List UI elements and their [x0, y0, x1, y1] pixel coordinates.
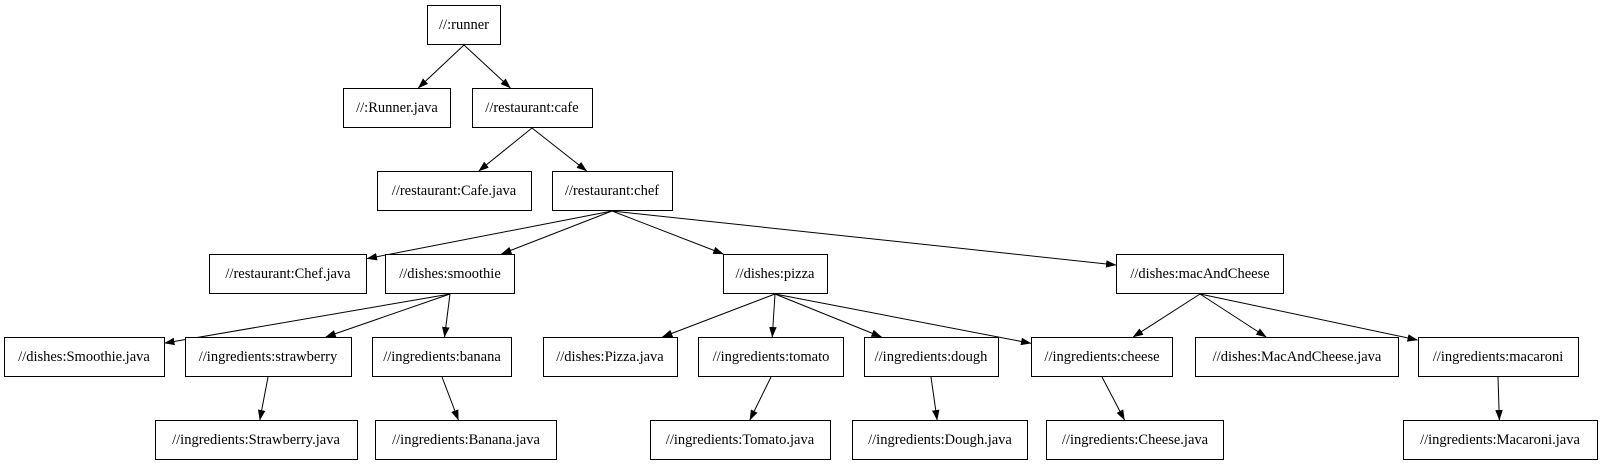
- edge-cheese-to-cheese-java: [1101, 376, 1125, 421]
- graph-node-dough: //ingredients:dough: [863, 337, 999, 377]
- graph-node-cheese-java: //ingredients:Cheese.java: [1046, 420, 1224, 460]
- edge-pizza-to-pizza-java: [661, 293, 776, 338]
- graph-node-banana-java: //ingredients:Banana.java: [375, 420, 557, 460]
- edge-chef-to-smoothie: [500, 210, 613, 255]
- graph-node-macaroni-java: //ingredients:Macaroni.java: [1402, 420, 1598, 460]
- edge-dough-to-dough-java: [930, 376, 940, 421]
- graph-node-mac-and-cheese-java: //dishes:MacAndCheese.java: [1195, 337, 1399, 377]
- edge-chef-to-chef-java: [366, 210, 613, 261]
- edge-mac-and-cheese-to-mac-and-cheese-java: [1199, 293, 1267, 338]
- graph-node-tomato-java: //ingredients:Tomato.java: [649, 420, 831, 460]
- graph-node-cafe: //restaurant:cafe: [471, 88, 593, 128]
- edge-chef-to-pizza: [611, 210, 724, 255]
- graph-node-cheese: //ingredients:cheese: [1031, 337, 1173, 377]
- edge-tomato-to-tomato-java: [749, 376, 772, 421]
- edge-runner-to-cafe: [463, 44, 511, 89]
- edge-pizza-to-cheese: [774, 293, 1032, 346]
- edge-mac-and-cheese-to-cheese: [1132, 293, 1201, 338]
- edge-banana-to-banana-java: [441, 376, 459, 421]
- graph-node-chef-java: //restaurant:Chef.java: [209, 254, 367, 294]
- edge-pizza-to-tomato: [769, 293, 777, 338]
- edge-pizza-to-dough: [774, 293, 882, 338]
- graph-node-tomato: //ingredients:tomato: [698, 337, 844, 377]
- edge-chef-to-mac-and-cheese: [611, 210, 1117, 268]
- edge-smoothie-to-banana: [442, 293, 451, 338]
- edge-strawberry-to-strawberry-java: [257, 376, 269, 421]
- edge-mac-and-cheese-to-macaroni: [1199, 293, 1418, 342]
- graph-node-smoothie-java: //dishes:Smoothie.java: [3, 337, 165, 377]
- graph-node-chef: //restaurant:chef: [551, 171, 673, 211]
- edge-runner-to-runner-java: [417, 44, 465, 89]
- edge-macaroni-to-macaroni-java: [1495, 376, 1503, 421]
- edge-cafe-to-chef: [531, 127, 587, 172]
- graph-node-pizza-java: //dishes:Pizza.java: [542, 337, 678, 377]
- edge-cafe-to-cafe-java: [478, 127, 533, 172]
- edge-smoothie-to-smoothie-java: [164, 293, 451, 346]
- graph-node-runner: //:runner: [427, 5, 501, 45]
- graph-node-banana: //ingredients:banana: [372, 337, 512, 377]
- graph-node-strawberry-java: //ingredients:Strawberry.java: [154, 420, 358, 460]
- graph-node-dough-java: //ingredients:Dough.java: [852, 420, 1028, 460]
- graph-node-macaroni: //ingredients:macaroni: [1417, 337, 1579, 377]
- edge-smoothie-to-strawberry: [325, 293, 451, 338]
- graph-node-mac-and-cheese: //dishes:macAndCheese: [1116, 254, 1284, 294]
- graph-node-cafe-java: //restaurant:Cafe.java: [376, 171, 532, 211]
- graph-node-strawberry: //ingredients:strawberry: [184, 337, 352, 377]
- graph-node-pizza: //dishes:pizza: [722, 254, 828, 294]
- graph-node-smoothie: //dishes:smoothie: [385, 254, 515, 294]
- graph-node-runner-java: //:Runner.java: [343, 88, 451, 128]
